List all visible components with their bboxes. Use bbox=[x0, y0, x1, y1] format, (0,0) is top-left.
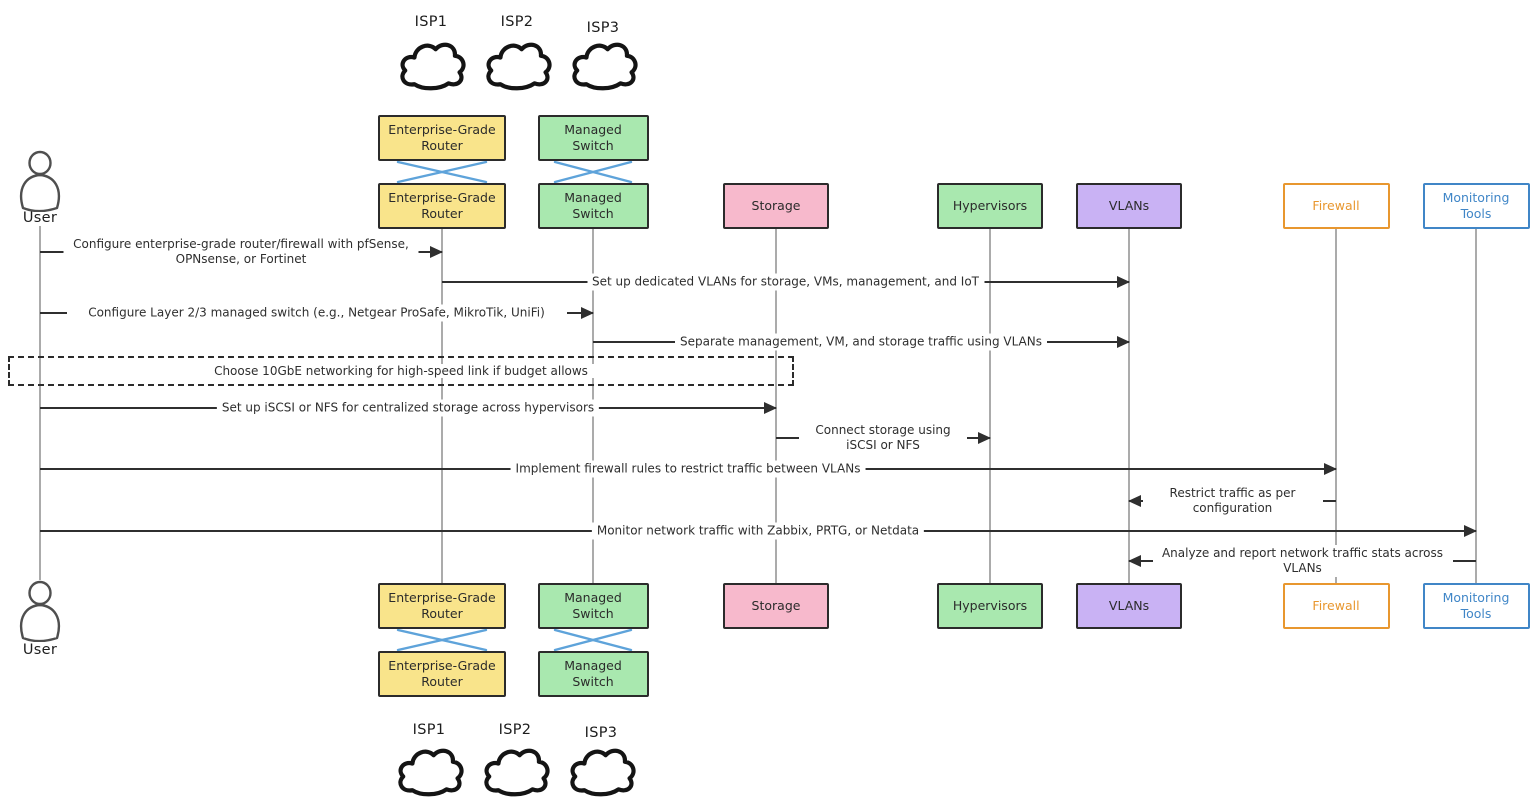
participant-label: Managed Switch bbox=[564, 190, 622, 221]
message-1: Configure enterprise-grade router/firewa… bbox=[40, 236, 443, 268]
isp-cloud-icon bbox=[572, 42, 638, 91]
participant-label: Monitoring Tools bbox=[1442, 590, 1510, 621]
arrowhead-icon bbox=[1117, 276, 1130, 288]
message-6: Connect storage using iSCSI or NFS bbox=[776, 422, 991, 454]
cloud-label: ISP3 bbox=[586, 20, 620, 36]
cloud-label: ISP2 bbox=[498, 722, 532, 738]
message-10: Analyze and report network traffic stats… bbox=[1128, 545, 1476, 577]
cloud-label: ISP3 bbox=[584, 725, 618, 741]
participant-firewall-bottom: Firewall bbox=[1282, 583, 1390, 629]
participant-switch-bottom-outer: Managed Switch bbox=[537, 651, 649, 697]
message-label: Configure enterprise-grade router/firewa… bbox=[63, 236, 419, 268]
message-label: Restrict traffic as per configuration bbox=[1142, 485, 1323, 517]
message-label: Monitor network traffic with Zabbix, PRT… bbox=[591, 522, 925, 540]
participant-label: Enterprise-Grade Router bbox=[388, 122, 496, 153]
participant-label: Storage bbox=[751, 198, 801, 214]
participant-label: Storage bbox=[751, 598, 801, 614]
participant-storage-top: Storage bbox=[723, 183, 829, 229]
participant-label: VLANs bbox=[1108, 598, 1150, 614]
arrowhead-icon bbox=[1117, 336, 1130, 348]
cloud-label: ISP1 bbox=[414, 14, 448, 30]
participant-label: Enterprise-Grade Router bbox=[388, 190, 496, 221]
lifeline-monitoring bbox=[1475, 229, 1477, 583]
isp-cloud-icon bbox=[398, 748, 464, 797]
participant-hypervisors-top: Hypervisors bbox=[937, 183, 1043, 229]
participant-router-top-outer: Enterprise-Grade Router bbox=[378, 115, 506, 161]
message-4: Separate management, VM, and storage tra… bbox=[593, 333, 1130, 351]
cloud-label: ISP2 bbox=[500, 14, 534, 30]
isp-cloud-icon bbox=[570, 748, 636, 797]
message-label: Set up iSCSI or NFS for centralized stor… bbox=[216, 399, 600, 417]
actor-label: User bbox=[22, 642, 58, 658]
note-text: Choose 10GbE networking for high-speed l… bbox=[206, 364, 596, 378]
isp-cloud-icon bbox=[400, 42, 466, 91]
isp-cloud-icon bbox=[484, 748, 550, 797]
participant-label: Managed Switch bbox=[564, 590, 622, 621]
participant-label: Enterprise-Grade Router bbox=[388, 658, 496, 689]
message-9: Monitor network traffic with Zabbix, PRT… bbox=[40, 522, 1477, 540]
redundancy-cross-icon bbox=[396, 628, 488, 652]
participant-switch-top: Managed Switch bbox=[537, 183, 649, 229]
participant-label: Firewall bbox=[1312, 598, 1360, 614]
participant-label: VLANs bbox=[1108, 198, 1150, 214]
message-7: Implement firewall rules to restrict tra… bbox=[40, 460, 1337, 478]
user-actor-icon bbox=[19, 150, 61, 212]
message-label: Implement firewall rules to restrict tra… bbox=[510, 460, 866, 478]
participant-label: Managed Switch bbox=[564, 122, 622, 153]
message-3: Configure Layer 2/3 managed switch (e.g.… bbox=[40, 304, 594, 322]
message-label: Set up dedicated VLANs for storage, VMs,… bbox=[587, 273, 984, 291]
arrowhead-icon bbox=[1128, 495, 1141, 507]
participant-label: Firewall bbox=[1312, 198, 1360, 214]
participant-monitoring-top: Monitoring Tools bbox=[1422, 183, 1530, 229]
message-8: Restrict traffic as per configuration bbox=[1128, 485, 1336, 517]
participant-label: Hypervisors bbox=[952, 598, 1028, 614]
message-2: Set up dedicated VLANs for storage, VMs,… bbox=[442, 273, 1130, 291]
redundancy-cross-icon bbox=[553, 628, 633, 652]
participant-switch-top-outer: Managed Switch bbox=[537, 115, 649, 161]
lifeline-user bbox=[39, 226, 41, 580]
participant-label: Monitoring Tools bbox=[1442, 190, 1510, 221]
message-label: Configure Layer 2/3 managed switch (e.g.… bbox=[66, 304, 567, 322]
participant-label: Managed Switch bbox=[564, 658, 622, 689]
lifeline-hypervisors bbox=[989, 229, 991, 583]
arrowhead-icon bbox=[430, 246, 443, 258]
message-label: Analyze and report network traffic stats… bbox=[1152, 545, 1453, 577]
arrowhead-icon bbox=[1128, 555, 1141, 567]
redundancy-cross-icon bbox=[396, 160, 488, 184]
participant-label: Hypervisors bbox=[952, 198, 1028, 214]
arrowhead-icon bbox=[978, 432, 991, 444]
message-label: Connect storage using iSCSI or NFS bbox=[799, 422, 967, 454]
participant-router-bottom: Enterprise-Grade Router bbox=[378, 583, 506, 629]
participant-hypervisors-bottom: Hypervisors bbox=[937, 583, 1043, 629]
arrowhead-icon bbox=[764, 402, 777, 414]
lifeline-firewall bbox=[1335, 229, 1337, 583]
isp-cloud-icon bbox=[486, 42, 552, 91]
participant-router-bottom-outer: Enterprise-Grade Router bbox=[378, 651, 506, 697]
participant-vlans-bottom: VLANs bbox=[1076, 583, 1182, 629]
participant-switch-bottom: Managed Switch bbox=[537, 583, 649, 629]
redundancy-cross-icon bbox=[553, 160, 633, 184]
participant-vlans-top: VLANs bbox=[1076, 183, 1182, 229]
message-label: Separate management, VM, and storage tra… bbox=[675, 333, 1047, 351]
note-box: Choose 10GbE networking for high-speed l… bbox=[8, 356, 794, 386]
cloud-label: ISP1 bbox=[412, 722, 446, 738]
participant-monitoring-bottom: Monitoring Tools bbox=[1422, 583, 1530, 629]
arrowhead-icon bbox=[1464, 525, 1477, 537]
participant-router-top: Enterprise-Grade Router bbox=[378, 183, 506, 229]
participant-firewall-top: Firewall bbox=[1282, 183, 1390, 229]
lifeline-vlans bbox=[1128, 229, 1130, 583]
user-actor-icon bbox=[19, 580, 61, 642]
message-5: Set up iSCSI or NFS for centralized stor… bbox=[40, 399, 777, 417]
arrowhead-icon bbox=[581, 307, 594, 319]
actor-label: User bbox=[22, 210, 58, 226]
participant-storage-bottom: Storage bbox=[723, 583, 829, 629]
participant-label: Enterprise-Grade Router bbox=[388, 590, 496, 621]
arrowhead-icon bbox=[1324, 463, 1337, 475]
